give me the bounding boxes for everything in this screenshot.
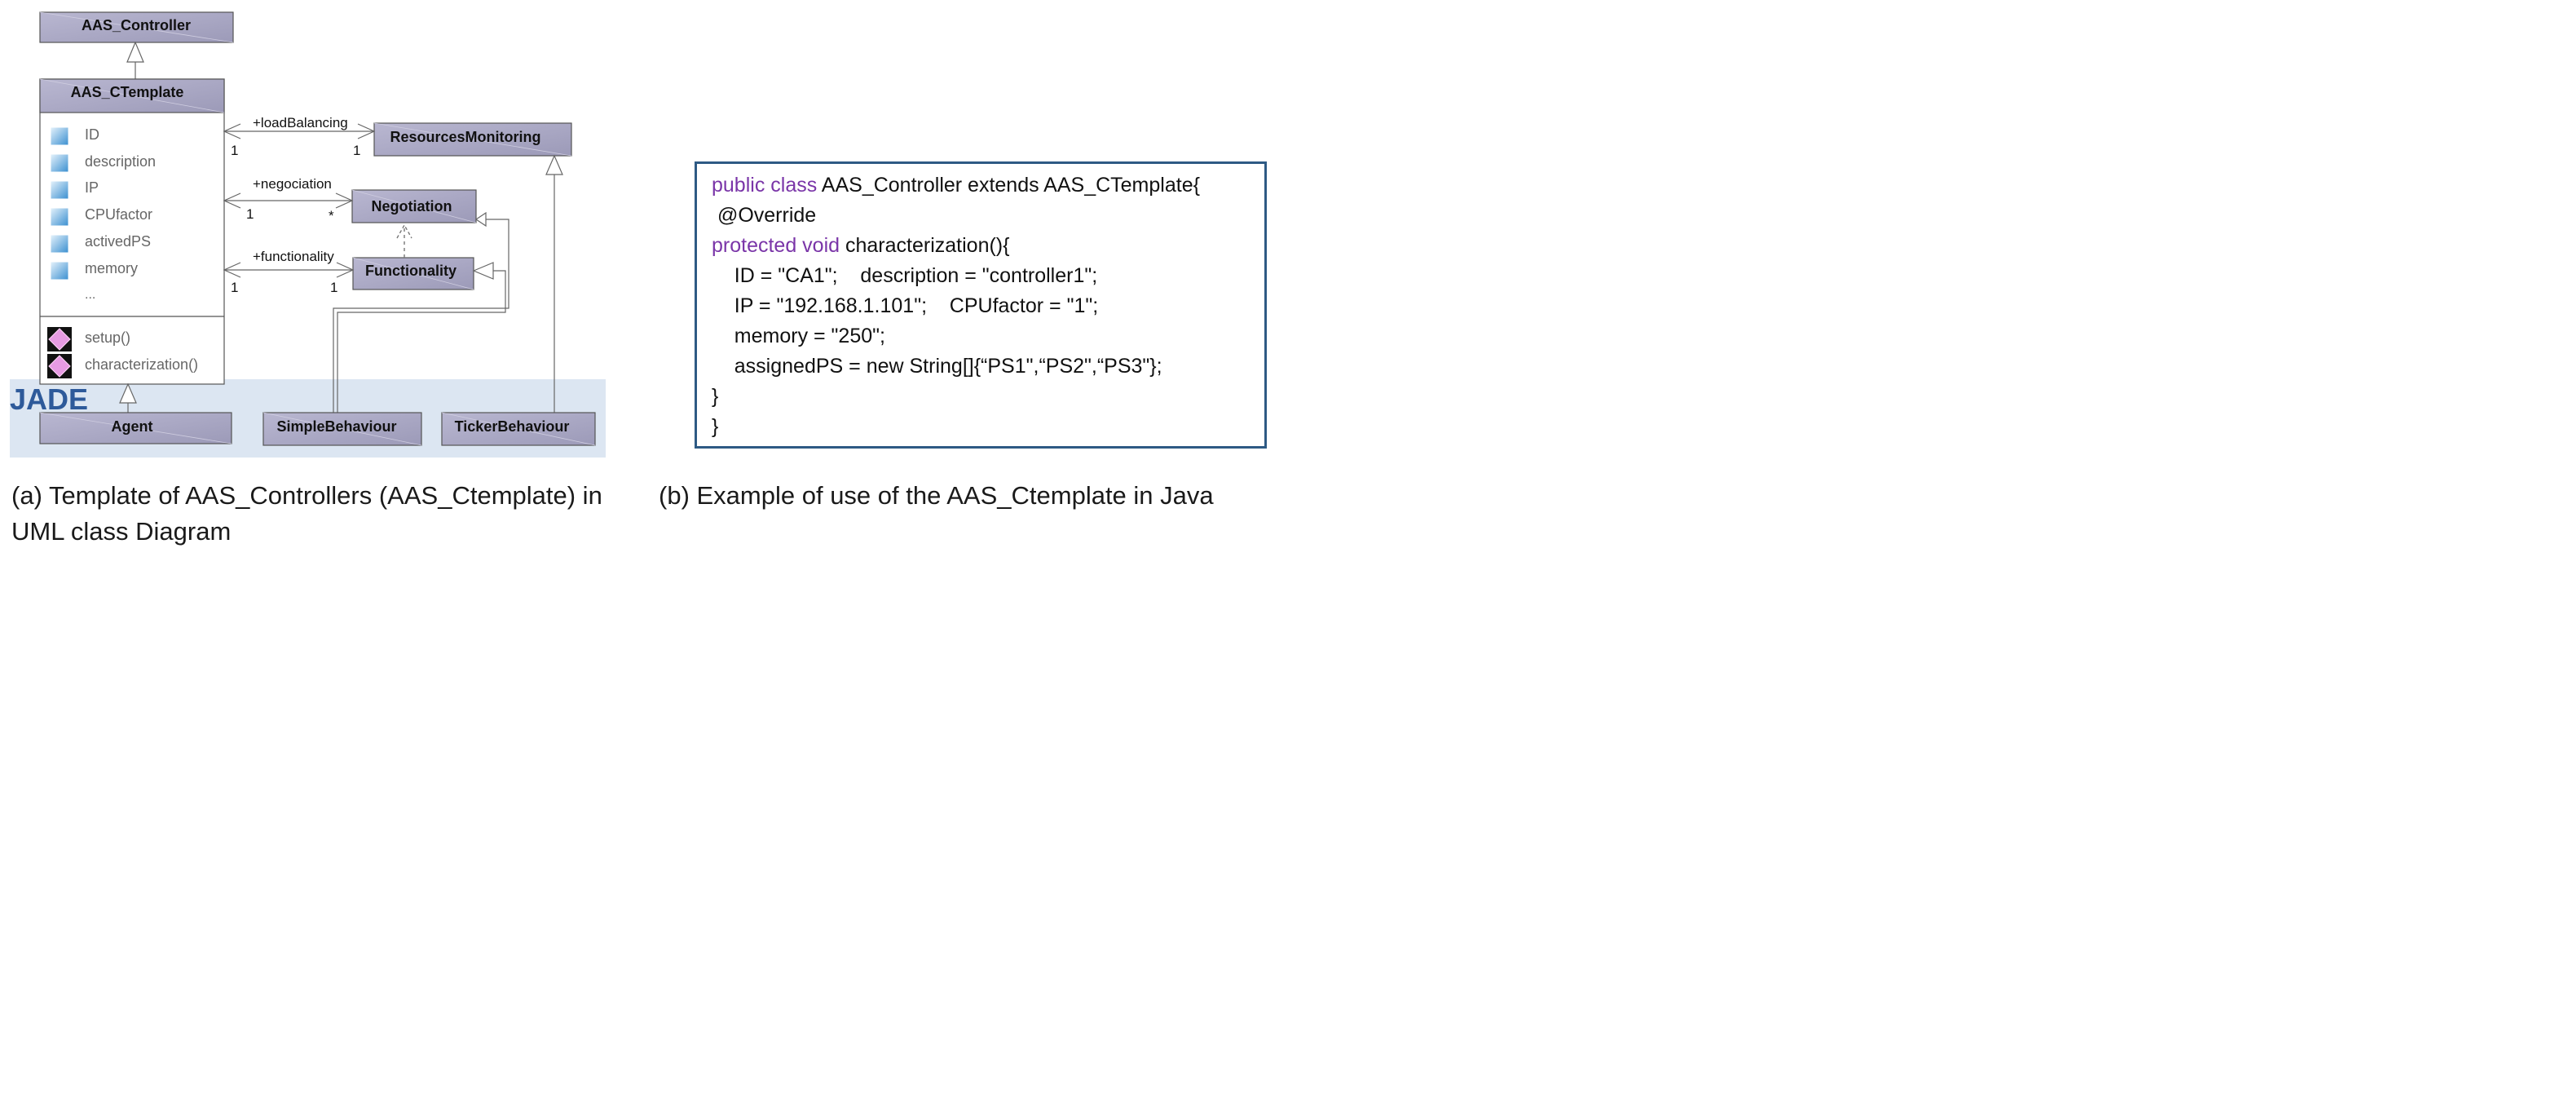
- code-text: AAS_Controller extends AAS_CTemplate{: [821, 174, 1200, 197]
- attribute-icon: [50, 261, 69, 281]
- attribute-icon: [50, 207, 69, 227]
- class-name: Agent: [112, 418, 153, 435]
- multiplicity-right: 1: [330, 280, 337, 295]
- class-resources-monitoring: ResourcesMonitoring: [373, 122, 572, 157]
- multiplicity-right: *: [329, 208, 334, 223]
- attribute-description: description: [85, 153, 156, 170]
- class-name: ResourcesMonitoring: [390, 129, 540, 145]
- method-list: setup() characterization(): [47, 327, 198, 378]
- attribute-cpufactor: CPUfactor: [85, 206, 152, 223]
- code-text: characterization(){: [845, 234, 1010, 257]
- class-aas-controller: AAS_Controller: [39, 11, 234, 43]
- caption-b: (b) Example of use of the AAS_Ctemplate …: [659, 481, 1214, 510]
- multiplicity-left: 1: [246, 206, 254, 222]
- attribute-icon: [50, 126, 69, 146]
- jade-label: JADE: [10, 382, 88, 416]
- attribute-icon: [50, 180, 69, 200]
- association-negociation: +negociation 1 *: [223, 176, 354, 223]
- generalization-simplebehaviour: [333, 211, 509, 413]
- generalization-arrowhead: [545, 154, 563, 175]
- code-line-8: }: [712, 385, 719, 408]
- generalization-arrowhead: [474, 211, 487, 228]
- generalization-arrowhead: [126, 41, 144, 63]
- class-name: TickerBehaviour: [455, 418, 570, 435]
- caption-a: (a) Template of AAS_Controllers (AAS_Cte…: [11, 481, 602, 546]
- class-name: Functionality: [365, 263, 457, 279]
- generalization-arrowhead: [472, 262, 494, 280]
- code-keyword: protected void: [712, 234, 845, 257]
- multiplicity-right: 1: [353, 143, 360, 158]
- attribute-activedps: activedPS: [85, 233, 151, 250]
- attribute-ip: IP: [85, 179, 99, 196]
- realization-open-arrowhead: [396, 223, 412, 239]
- association-load-balancing: +loadBalancing 1 1: [223, 115, 376, 158]
- class-name: AAS_CTemplate: [71, 84, 184, 100]
- association-functionality: +functionality 1 1: [223, 249, 355, 295]
- generalization-arrowhead: [119, 382, 137, 404]
- attribute-ellipsis: ...: [85, 288, 95, 302]
- code-line-7: assignedPS = new String[]{“PS1",“PS2",“P…: [712, 355, 1162, 378]
- class-name: AAS_Controller: [82, 17, 191, 33]
- code-line-2: @Override: [712, 204, 817, 227]
- attribute-memory: memory: [85, 260, 138, 276]
- role-label: +loadBalancing: [253, 115, 348, 130]
- code-line-9: }: [712, 415, 719, 438]
- attribute-icon: [50, 234, 69, 254]
- method-icon: [48, 355, 71, 378]
- method-characterization: characterization(): [85, 356, 198, 373]
- uml-class-diagram: JADE AAS_Controller AAS_CTemplate ID des…: [10, 11, 606, 458]
- code-line-4: ID = "CA1"; description = "controller1";: [712, 264, 1098, 287]
- java-code-box: public class AAS_Controller extends AAS_…: [695, 161, 1267, 449]
- code-line-3: protected void characterization(){: [712, 234, 1009, 258]
- multiplicity-left: 1: [231, 280, 238, 295]
- code-line-5: IP = "192.168.1.101"; CPUfactor = "1";: [712, 294, 1099, 317]
- multiplicity-left: 1: [231, 143, 238, 158]
- code-line-6: memory = "250";: [712, 325, 885, 347]
- class-name: SimpleBehaviour: [276, 418, 396, 435]
- code-keyword: public class: [712, 174, 822, 197]
- role-label: +functionality: [253, 249, 334, 264]
- class-simplebehaviour: SimpleBehaviour: [262, 412, 422, 446]
- code-line-1: public class AAS_Controller extends AAS_…: [712, 174, 1200, 197]
- attribute-icon: [50, 153, 69, 173]
- class-name: Negotiation: [372, 198, 452, 214]
- method-icon: [48, 328, 71, 351]
- class-negotiation: Negotiation: [351, 189, 477, 223]
- attribute-list: ID description IP CPUfactor activedPS me…: [50, 126, 156, 302]
- role-label: +negociation: [253, 176, 332, 192]
- class-functionality: Functionality: [352, 257, 474, 290]
- class-tickerbehaviour: TickerBehaviour: [441, 412, 596, 446]
- attribute-id: ID: [85, 126, 99, 143]
- class-agent: Agent: [39, 412, 232, 444]
- method-setup: setup(): [85, 329, 130, 346]
